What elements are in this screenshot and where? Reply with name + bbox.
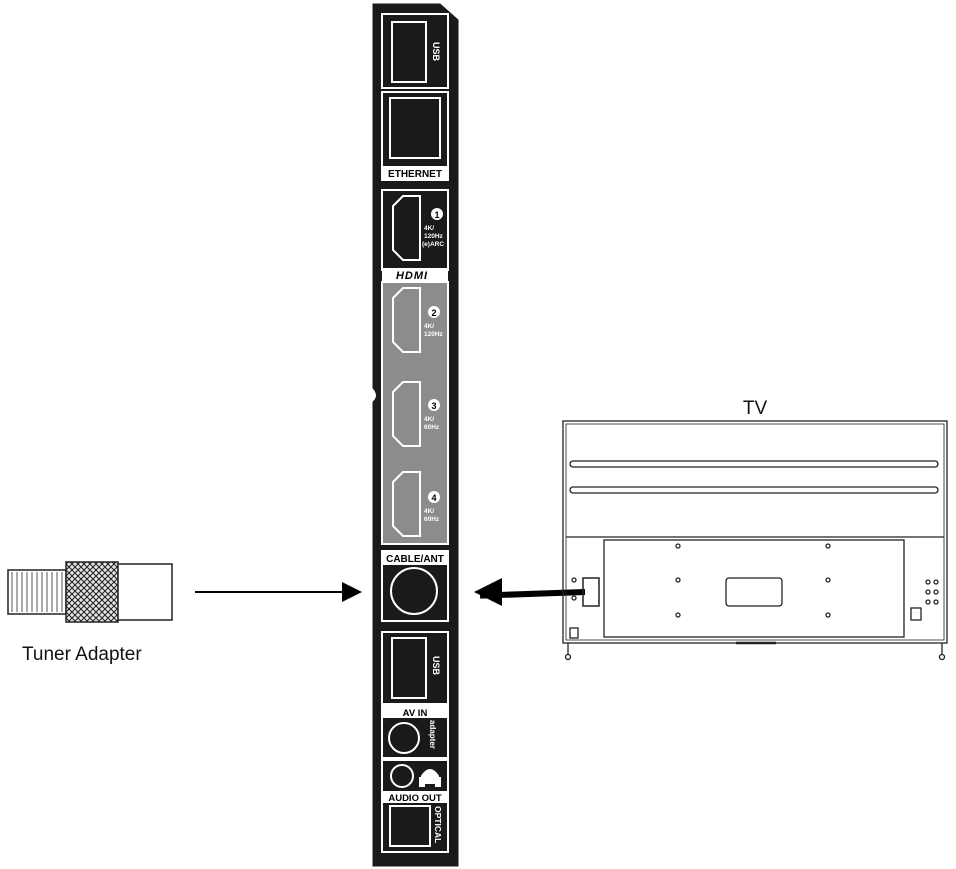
- hdmi-port-3: 3 4K/ 60Hz: [392, 381, 440, 447]
- audio-out-label: AUDIO OUT: [388, 793, 442, 804]
- hdmi4-line2: 60Hz: [424, 516, 440, 523]
- hdmi4-number: 4: [431, 493, 436, 503]
- hdmi3-line1: 4K/: [424, 416, 434, 423]
- hdmi-port-icon: [392, 195, 421, 261]
- tuner-adapter-label: Tuner Adapter: [22, 644, 142, 665]
- audio-out-port: AUDIO OUT OPTICAL: [381, 759, 449, 853]
- ethernet-port: ETHERNET: [381, 91, 449, 181]
- usb-bottom-label: USB: [431, 656, 441, 676]
- hdmi1-line1: 4K/: [424, 225, 434, 232]
- tuner-adapter-illustration: [7, 561, 173, 623]
- headphone-icon: [419, 769, 441, 787]
- hdmi-logo: HDMI: [396, 270, 428, 282]
- av-in-port: AV IN adapter: [381, 705, 449, 759]
- ethernet-label: ETHERNET: [388, 169, 442, 180]
- tv-to-panel-arrow: [474, 578, 586, 606]
- hdmi2-number: 2: [431, 308, 436, 318]
- hdmi4-line1: 4K/: [424, 508, 434, 515]
- cable-ant-label: CABLE/ANT: [386, 554, 444, 565]
- coax-port-icon: [390, 567, 438, 615]
- cable-ant-port: CABLE/ANT: [381, 550, 449, 622]
- hdmi1-line2: 120Hz: [424, 233, 444, 240]
- usb-top-label: USB: [431, 42, 441, 62]
- hdmi3-number: 3: [431, 401, 436, 411]
- hdmi2-line1: 4K/: [424, 323, 434, 330]
- usb-port-bottom: USB: [381, 631, 449, 705]
- tv-rear-illustration: [562, 420, 948, 661]
- tv-label: TV: [743, 398, 768, 419]
- hdmi2-line2: 120Hz: [424, 331, 444, 338]
- hdmi1-number: 1: [434, 210, 439, 220]
- optical-label: OPTICAL: [433, 806, 443, 843]
- hdmi1-line3: (e)ARC: [422, 241, 444, 248]
- adapter-label: adapter: [428, 720, 437, 749]
- port-panel: USB ETHERNET 1 4K/ 120Hz (e)ARC HDMI 2: [372, 3, 459, 867]
- hdmi3-line2: 60Hz: [424, 424, 440, 431]
- hdmi-port-2: 2 4K/ 120Hz: [392, 287, 444, 353]
- usb-port-top: USB: [381, 13, 449, 89]
- hdmi-port-4: 4 4K/ 60Hz: [392, 471, 440, 537]
- av-in-label: AV IN: [403, 708, 428, 719]
- hdmi-group: [381, 281, 449, 545]
